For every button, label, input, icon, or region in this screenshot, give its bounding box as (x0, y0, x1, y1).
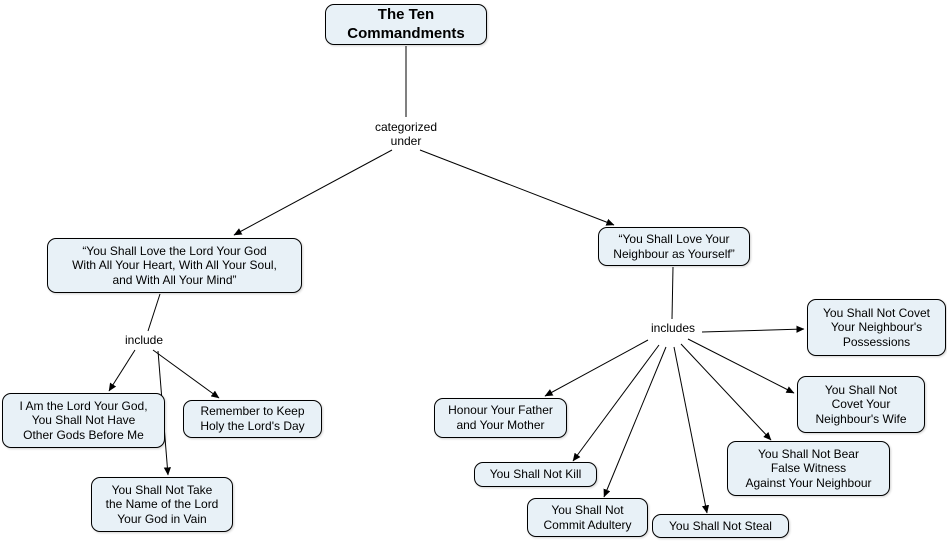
node-love-the-lord-your-god[interactable]: “You Shall Love the Lord Your God With A… (47, 238, 302, 293)
edge-categorized-under-to-love-god-line (233, 149, 393, 236)
edge-include-to-lords-day-line (152, 349, 220, 399)
node-love-your-neighbour[interactable]: “You Shall Love Your Neighbour as Yourse… (598, 227, 750, 266)
node-no-other-gods[interactable]: I Am the Lord Your God, You Shall Not Ha… (2, 393, 165, 448)
edge-include-to-no-other-gods-line (108, 349, 136, 392)
edge-includes-to-not-steal-line (673, 346, 710, 514)
edge-categorized-under-to-love-neighbour-line (419, 149, 615, 226)
node-not-covet-wife[interactable]: You Shall Not Covet Your Neighbour's Wif… (797, 376, 925, 433)
node-not-kill[interactable]: You Shall Not Kill (474, 462, 597, 487)
edge-love-god-to-include-line (147, 293, 161, 332)
edge-includes-to-honour-parents-line (544, 339, 649, 397)
edge-includes-to-covet-possessions-line (701, 325, 805, 333)
node-not-commit-adultery[interactable]: You Shall Not Commit Adultery (527, 498, 648, 537)
node-the-ten-commandments[interactable]: The Ten Commandments (325, 4, 487, 45)
node-not-covet-possessions[interactable]: You Shall Not Covet Your Neighbour's Pos… (807, 299, 946, 356)
node-not-bear-false-witness[interactable]: You Shall Not Bear False Witness Against… (727, 441, 890, 496)
node-remember-lords-day[interactable]: Remember to Keep Holy the Lord's Day (183, 400, 322, 438)
node-not-steal[interactable]: You Shall Not Steal (652, 514, 789, 538)
edge-includes-to-covet-wife-line (687, 338, 795, 394)
link-label-includes[interactable]: includes (650, 321, 696, 335)
link-label-categorized-under[interactable]: categorized under (374, 120, 438, 149)
node-name-in-vain[interactable]: You Shall Not Take the Name of the Lord … (91, 477, 233, 532)
edge-love-neighbour-to-includes-line (671, 266, 674, 320)
node-honour-father-mother[interactable]: Honour Your Father and Your Mother (434, 398, 567, 438)
edge-includes-to-false-witness-line (680, 343, 772, 441)
edge-includes-to-not-adultery-line (603, 346, 667, 498)
edge-includes-to-not-kill-line (572, 344, 660, 462)
link-label-include[interactable]: include (124, 333, 164, 347)
